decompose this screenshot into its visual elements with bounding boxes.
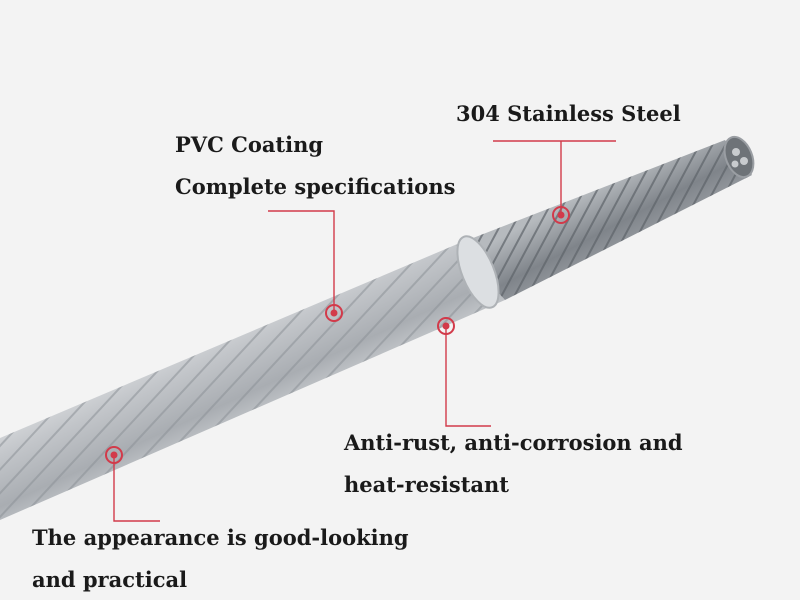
- pvc-leader-line: [268, 210, 335, 313]
- pvc-marker-icon: [325, 304, 343, 322]
- stainless-steel-label: 304 Stainless Steel: [456, 101, 681, 126]
- bare-steel-section: [455, 140, 752, 300]
- appearance-label-line1: The appearance is good-looking: [32, 525, 409, 550]
- steel-marker-icon-dot: [557, 211, 565, 219]
- appearance-label-line2: and practical: [32, 567, 188, 592]
- steel-marker-icon: [552, 206, 570, 224]
- rust-leader-line: [445, 326, 491, 427]
- specifications-label: Complete specifications: [175, 174, 456, 199]
- rust-marker-icon-dot: [442, 322, 450, 330]
- look-leader-line: [113, 455, 160, 522]
- look-marker-icon-dot: [110, 451, 118, 459]
- anti-rust-label-line1: Anti-rust, anti-corrosion and: [344, 430, 683, 455]
- pvc-coating-label: PVC Coating: [175, 132, 324, 157]
- rope-end-icon: [723, 135, 755, 179]
- pvc-marker-icon-dot: [330, 309, 338, 317]
- coating-cut-edge: [456, 235, 500, 309]
- rust-marker-icon: [437, 317, 455, 335]
- anti-rust-label-line2: heat-resistant: [344, 472, 509, 497]
- look-marker-icon: [105, 446, 123, 464]
